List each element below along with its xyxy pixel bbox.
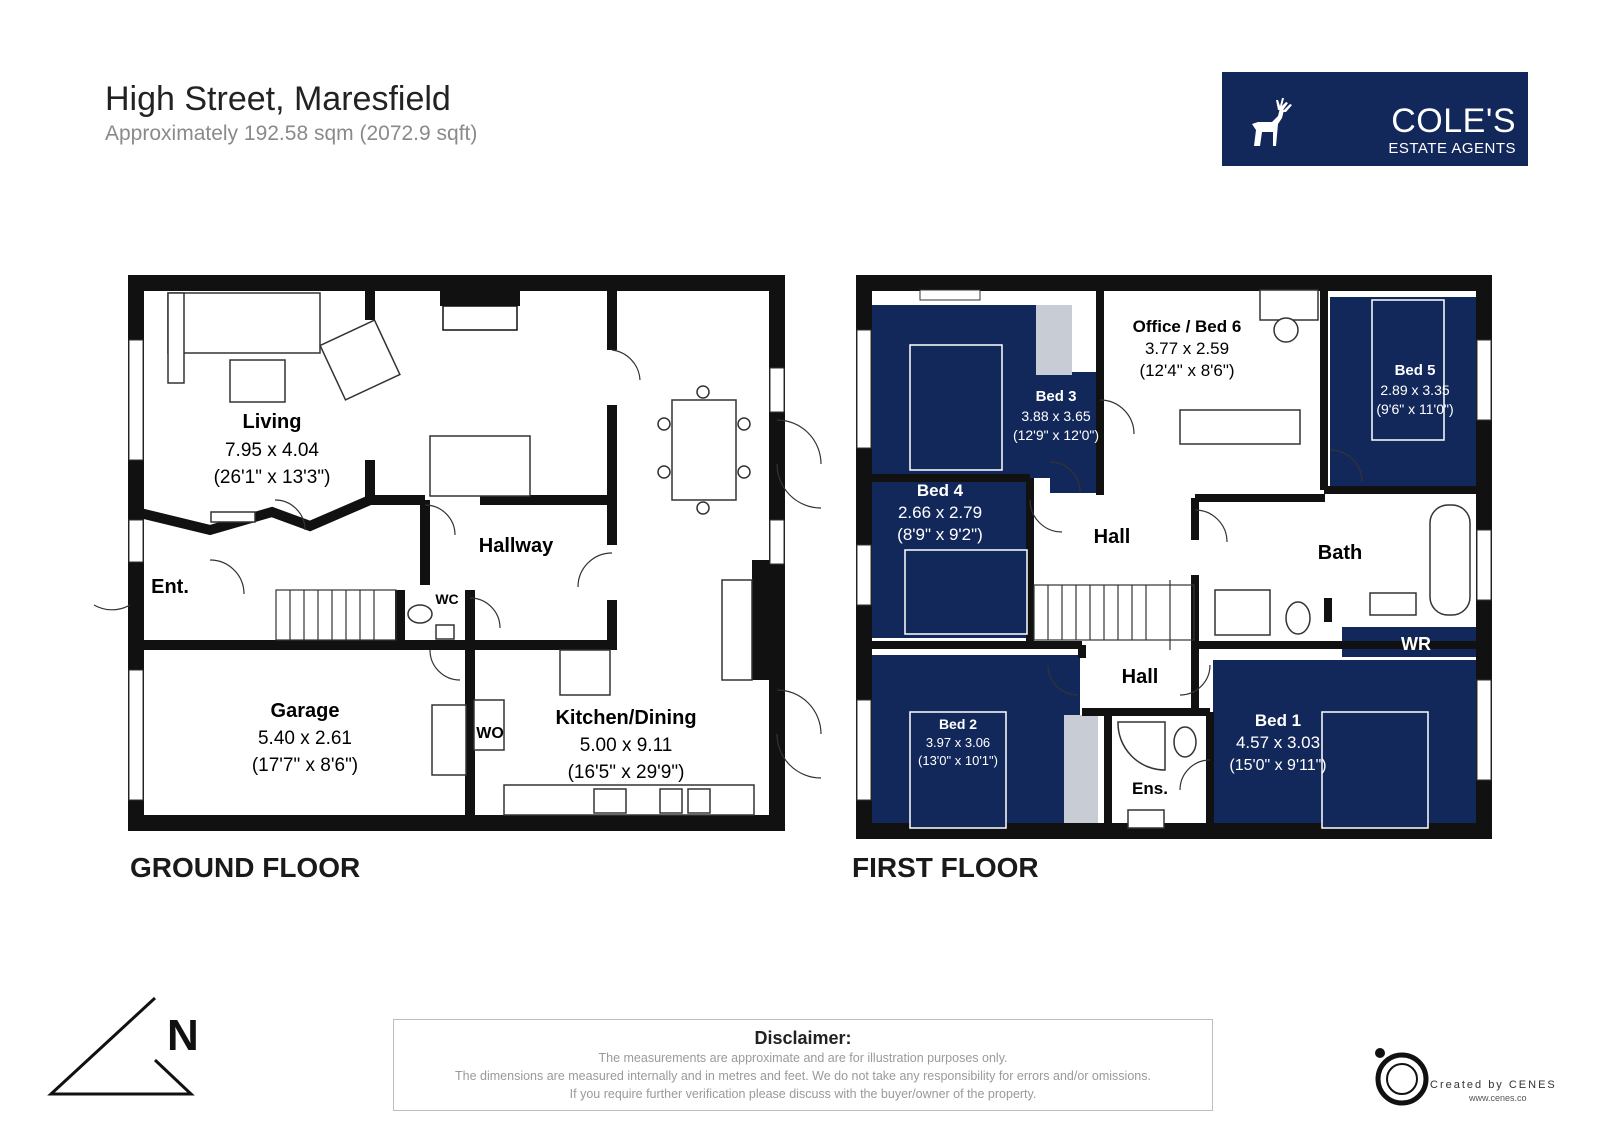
property-title: High Street, Maresfield	[105, 80, 451, 118]
first-doors	[1029, 399, 1363, 791]
first-windows	[856, 289, 1492, 801]
first-internal-walls	[872, 290, 1476, 831]
first-beds	[904, 299, 1445, 829]
navy-room-labels: Bed 3 3.88 x 3.65 (12'9" x 12'0") Bed 5 …	[897, 362, 1453, 774]
bed5-imperial: (9'6" x 11'0")	[1376, 401, 1453, 417]
living-imperial: (26'1" x 13'3")	[214, 467, 331, 488]
office-imperial: (12'4" x 8'6")	[1139, 361, 1234, 380]
kitchen-imperial: (16'5" x 29'9")	[568, 762, 685, 783]
kitchen-name: Kitchen/Dining	[555, 707, 696, 729]
bed2-closet	[1064, 715, 1098, 830]
bed3-metric: 3.88 x 3.65	[1021, 408, 1090, 424]
bed1-name: Bed 1	[1255, 711, 1301, 730]
ground-stairs	[275, 589, 397, 641]
ground-windows	[128, 339, 785, 801]
bed3-imperial: (12'9" x 12'0")	[1013, 427, 1099, 443]
ground-doors	[93, 349, 822, 779]
disclaimer-box: Disclaimer: The measurements are approxi…	[393, 1019, 1213, 1111]
first-stairs	[1033, 580, 1195, 650]
bed1-imperial: (15'0" x 9'11")	[1229, 757, 1326, 774]
bath-name: Bath	[1318, 542, 1362, 564]
bed3-name: Bed 3	[1036, 388, 1077, 405]
disclaimer-line2: The dimensions are measured internally a…	[455, 1069, 1151, 1083]
north-arrow: N	[45, 990, 215, 1105]
wo-name: WO	[476, 725, 504, 742]
agent-subtitle: ESTATE AGENTS	[1388, 140, 1516, 157]
wc-fixtures	[407, 604, 455, 640]
bed3-closet	[1036, 305, 1072, 375]
dining-table	[657, 385, 751, 515]
office-furniture	[1179, 289, 1319, 445]
first-floor-label: FIRST FLOOR	[852, 852, 1039, 883]
bed2-metric: 3.97 x 3.06	[926, 735, 990, 750]
disclaimer-line3: If you require further verification plea…	[569, 1087, 1037, 1101]
cenes-logo-icon	[1375, 1048, 1429, 1106]
kitchen-wall-block	[752, 560, 772, 680]
ground-floor-plan: Living 7.95 x 4.04 (26'1" x 13'3") Hallw…	[93, 275, 822, 831]
kitchen-metric: 5.00 x 9.11	[580, 735, 673, 756]
wc-name: WC	[435, 591, 458, 607]
bed4-metric: 2.66 x 2.79	[898, 503, 982, 522]
ground-floor-label: GROUND FLOOR	[130, 852, 361, 883]
ens-name: Ens.	[1132, 779, 1168, 798]
hallway-name: Hallway	[479, 535, 554, 557]
hall-upper-name: Hall	[1094, 526, 1131, 548]
kitchen-units	[431, 579, 755, 816]
agent-logo: COLE'S ESTATE AGENTS	[1222, 72, 1528, 166]
bed4-name: Bed 4	[917, 481, 964, 500]
stag-icon	[1252, 98, 1292, 146]
wr-name: WR	[1401, 634, 1431, 654]
disclaimer-line1: The measurements are approximate and are…	[598, 1051, 1008, 1065]
ground-internal-walls	[134, 283, 617, 823]
credit-url: www.cenes.co	[1469, 1093, 1527, 1103]
first-floor-plan: Bed 3 3.88 x 3.65 (12'9" x 12'0") Bed 5 …	[856, 275, 1492, 839]
garage-name: Garage	[271, 700, 340, 722]
bed2-name: Bed 2	[939, 716, 977, 732]
bath-fixtures	[1117, 504, 1471, 829]
property-area: Approximately 192.58 sqm (2072.9 sqft)	[105, 122, 478, 145]
bed2-imperial: (13'0" x 10'1")	[918, 753, 998, 768]
north-arrow-icon: N	[47, 996, 199, 1096]
chimney-breast	[440, 288, 520, 306]
ent-name: Ent.	[151, 576, 189, 598]
hall-lower-name: Hall	[1122, 666, 1159, 688]
living-metric: 7.95 x 4.04	[225, 440, 319, 461]
office-name: Office / Bed 6	[1133, 317, 1242, 336]
bed5-name: Bed 5	[1395, 362, 1436, 379]
bed4-imperial: (8'9" x 9'2")	[897, 525, 983, 544]
fireplace	[442, 305, 518, 331]
living-name: Living	[243, 411, 302, 433]
bed1-metric: 4.57 x 3.03	[1236, 733, 1320, 752]
office-metric: 3.77 x 2.59	[1145, 339, 1229, 358]
north-label: N	[167, 1011, 199, 1060]
garage-metric: 5.40 x 2.61	[258, 728, 352, 749]
living-furniture	[167, 292, 531, 523]
agent-brand: COLE'S	[1391, 102, 1516, 140]
disclaimer-heading: Disclaimer:	[754, 1028, 852, 1048]
cenes-credit: Created by CENES www.cenes.co	[1372, 1043, 1555, 1113]
bed5-metric: 2.89 x 3.35	[1380, 382, 1449, 398]
garage-imperial: (17'7" x 8'6")	[252, 755, 358, 776]
credit-text: Created by CENES	[1430, 1079, 1557, 1091]
